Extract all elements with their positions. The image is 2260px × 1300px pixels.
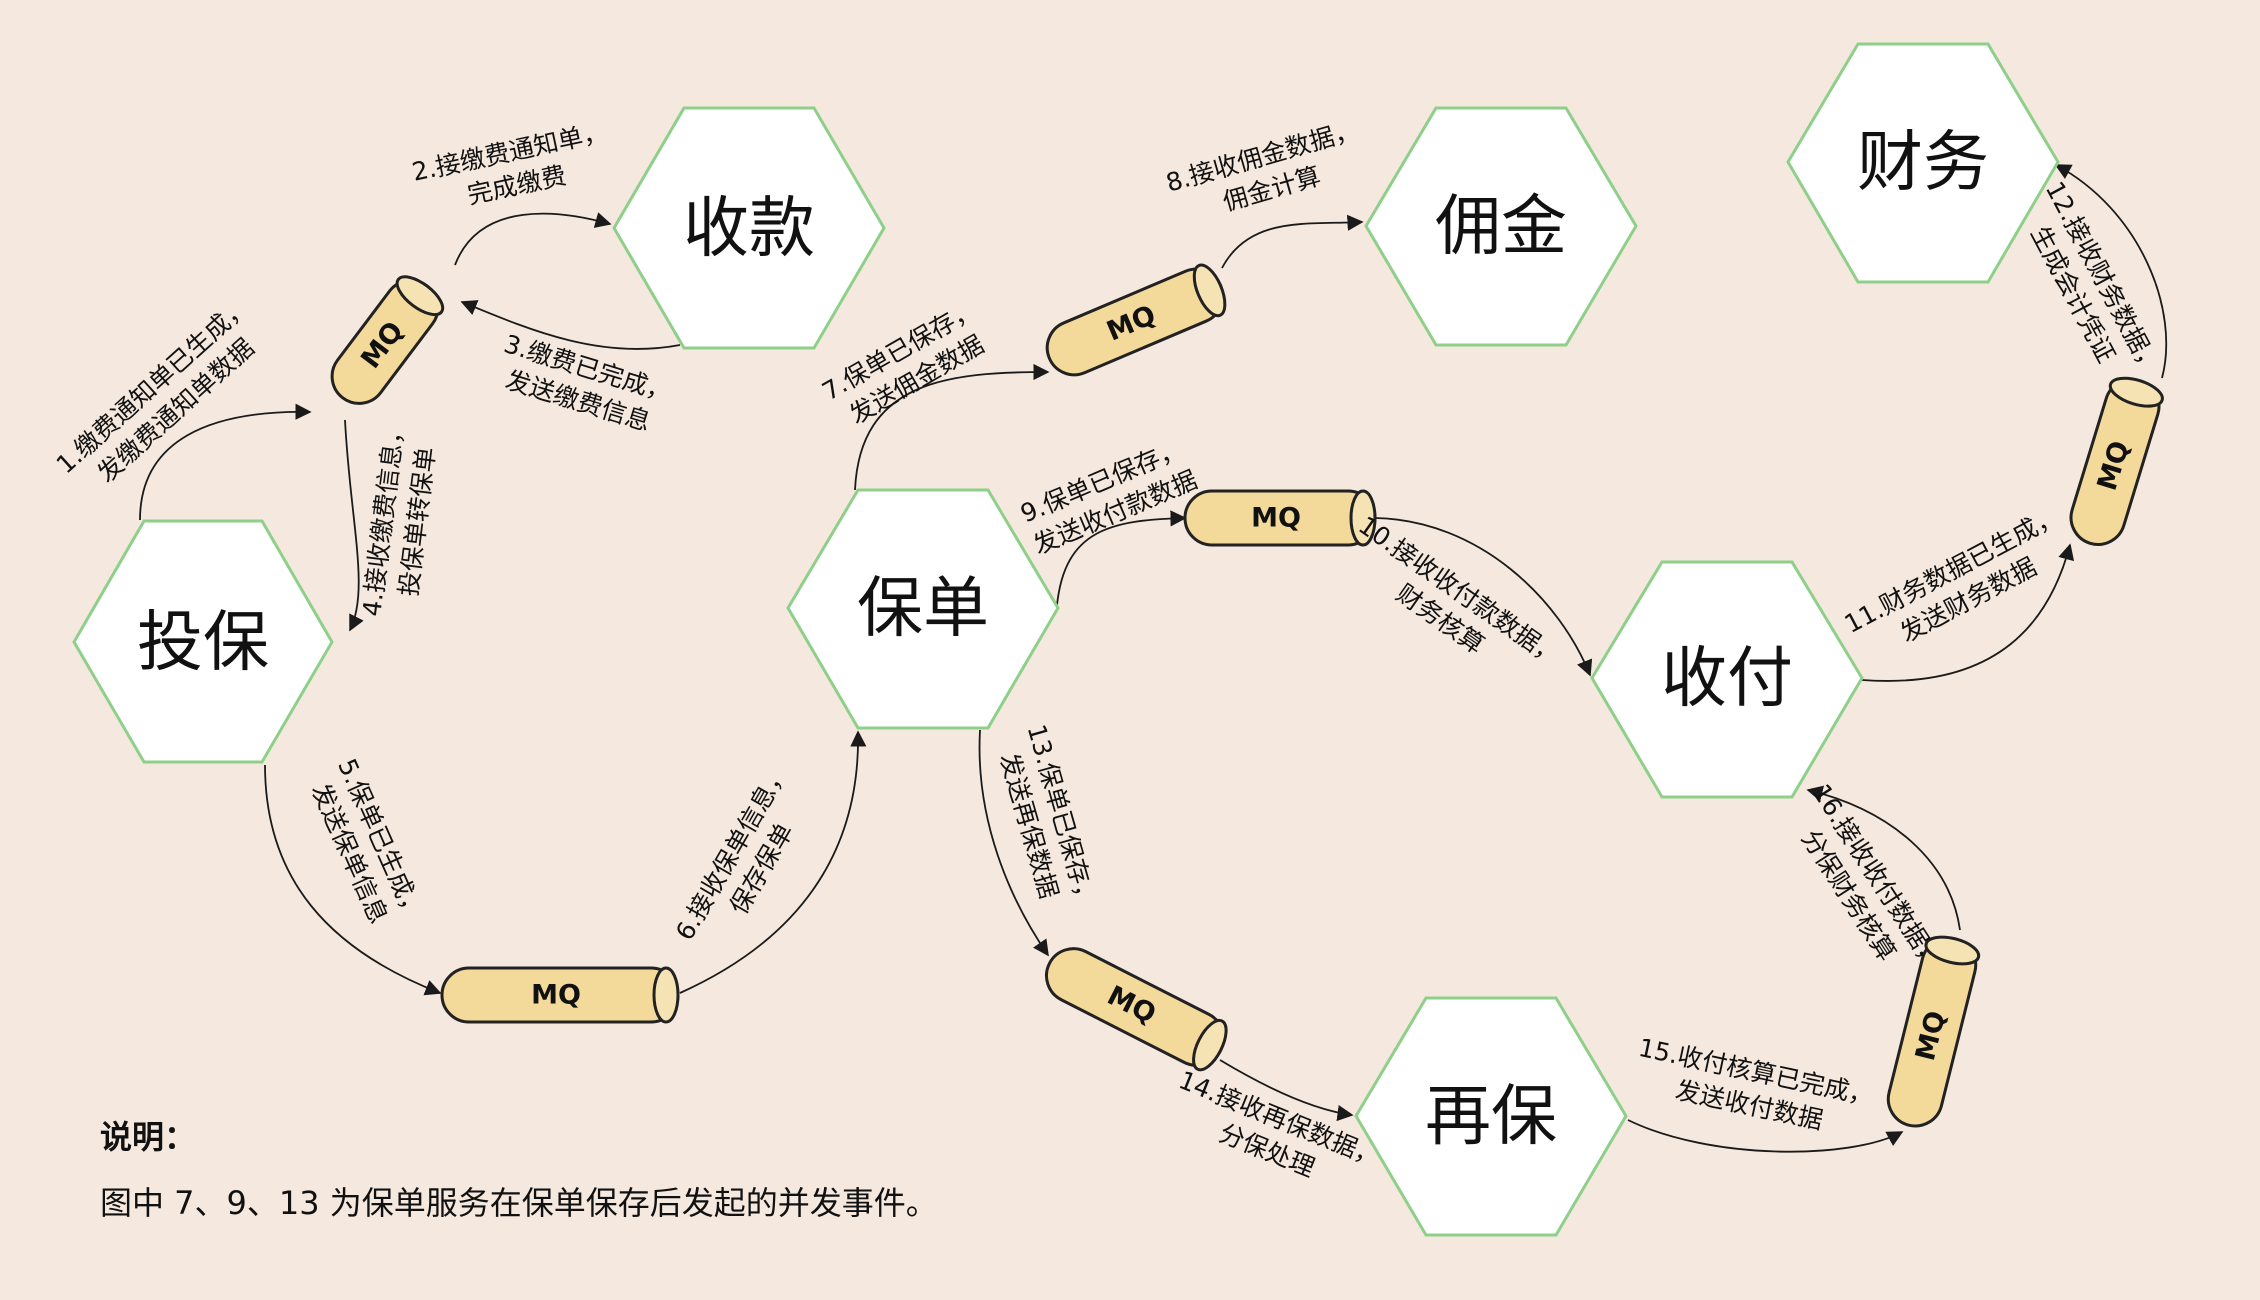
arrow-step-5: [264, 764, 442, 996]
arrow-step-9: [1056, 510, 1187, 606]
arrow-step-1: [139, 403, 312, 521]
service-caiwu-label: 财务: [1857, 124, 1989, 201]
arrow-step-11: [1861, 543, 2075, 682]
queue-shoufu-caiwu: MQ: [2069, 376, 2164, 546]
queue-zaibao-shoufu: MQ: [1886, 935, 1981, 1128]
note-title: 说明：: [100, 1118, 197, 1156]
service-shoukuan-label: 收款: [683, 190, 815, 267]
queue-baodan-shoufu: MQ: [1183, 489, 1377, 547]
step-label-1: 1.缴费通知单已生成， 发缴费通知单数据: [51, 291, 260, 488]
step-label-5: 5.保单已生成， 发送保单信息: [306, 754, 429, 928]
service-zaibao-label: 再保: [1425, 1078, 1557, 1155]
arrow-step-13: [978, 729, 1049, 957]
service-baodan: 保单: [786, 488, 1060, 730]
step-label-15: 15.收付核算已完成， 发送收付数据: [1636, 1033, 1877, 1135]
arrow-step-15: [1627, 1119, 1904, 1153]
step-label-3: 3.缴费已完成， 发送缴费信息: [501, 329, 676, 437]
arrow-step-8: [1221, 214, 1364, 269]
step-label-8: 8.接收佣金数据， 佣金计算: [1163, 115, 1362, 217]
step-label-12: 12.接收财务数据， 生成会计凭证: [2025, 177, 2166, 380]
arrow-step-2: [454, 212, 612, 266]
service-toubao-label: 投保: [137, 604, 269, 681]
arrow-step-4: [344, 419, 364, 632]
service-zaibao: 再保: [1354, 996, 1628, 1237]
arrow-step-3: [460, 300, 681, 350]
service-toubao: 投保: [72, 519, 334, 764]
queue-label: MQ: [531, 980, 581, 1011]
arrow-step-6: [679, 730, 867, 994]
step-label-9: 9.保单已保存， 发送收付款数据: [1016, 434, 1201, 560]
note-text: 图中 7、9、13 为保单服务在保单保存后发起的并发事件。: [100, 1184, 938, 1222]
service-shoufu: 收付: [1590, 560, 1864, 799]
service-yongjin: 佣金: [1364, 106, 1638, 347]
queue-toubao-shoukuan: MQ: [330, 275, 445, 405]
queue-label: MQ: [1251, 503, 1301, 534]
step-label-14: 14.接收再保数据， 分保处理: [1175, 1065, 1385, 1182]
service-yongjin-label: 佣金: [1435, 188, 1567, 265]
arrow-step-10: [1374, 517, 1593, 677]
step-label-7: 7.保单已保存， 发送佣金数据: [817, 294, 989, 430]
queue-baodan-zaibao: MQ: [1045, 947, 1228, 1072]
step-label-4: 4.接收缴费信息， 投保单转保单: [357, 417, 441, 618]
service-shoukuan: 收款: [612, 106, 886, 350]
arrow-step-16: [1806, 785, 1961, 931]
step-label-16: 16.接收收付数据， 分保财务核算: [1796, 779, 1948, 975]
step-label-11: 11.财务数据已生成， 发送财务数据: [1840, 501, 2065, 648]
service-shoufu-label: 收付: [1661, 640, 1793, 717]
step-label-13: 13.保单已保存， 发送再保数据: [994, 721, 1101, 911]
flow-arrows: [139, 164, 2168, 1153]
queue-toubao-baodan: MQ: [440, 966, 680, 1024]
step-label-2: 2.接缴费通知单， 完成缴费: [409, 117, 610, 210]
arrow-step-12: [2054, 164, 2168, 379]
arrow-step-14: [1219, 1059, 1354, 1122]
service-caiwu: 财务: [1786, 42, 2060, 284]
step-label-10: 10.接收收付款数据， 财务核算: [1353, 511, 1566, 672]
arrow-step-7: [854, 363, 1050, 491]
queue-baodan-yongjin: MQ: [1045, 263, 1227, 377]
step-label-6: 6.接收保单信息， 保存保单: [670, 758, 799, 945]
service-baodan-label: 保单: [857, 570, 989, 647]
